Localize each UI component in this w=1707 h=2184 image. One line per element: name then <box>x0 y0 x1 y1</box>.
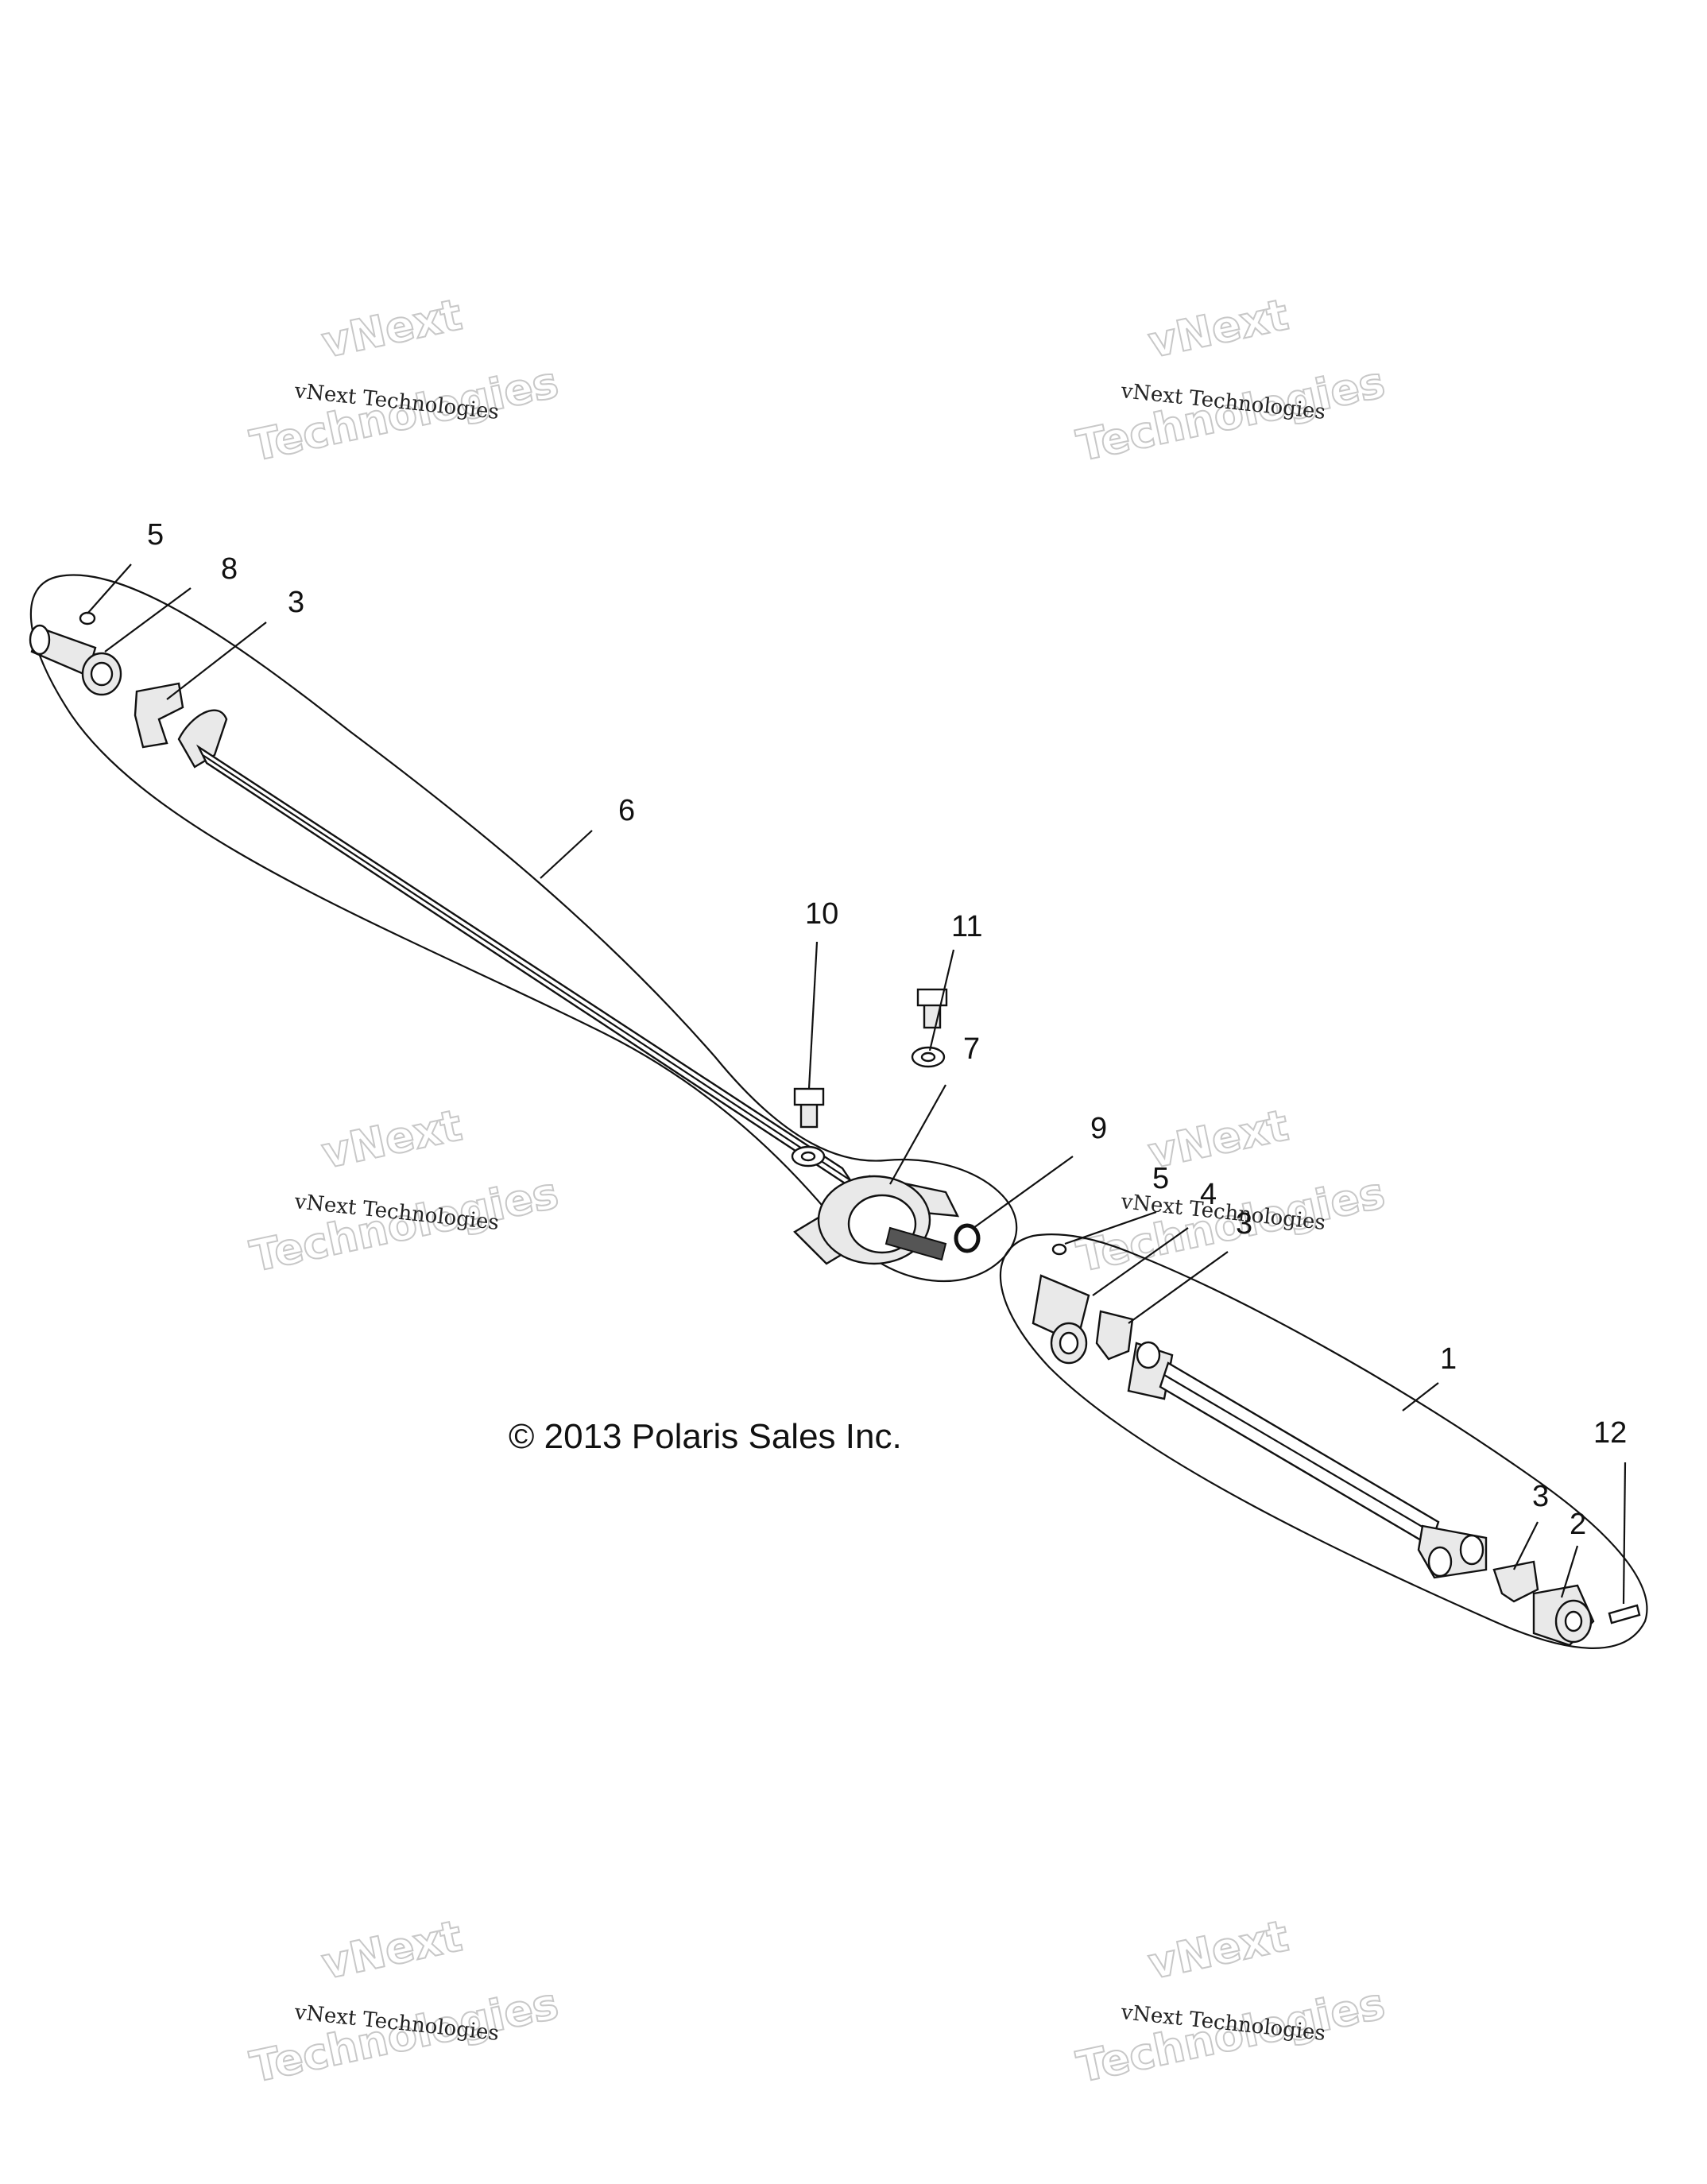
watermark-big-top: vNext <box>1144 1911 1293 1989</box>
leader-lines <box>87 563 1627 1605</box>
callout-1: 1 <box>1440 1342 1457 1376</box>
rear-yoke <box>177 709 228 769</box>
front-shaft-tube <box>1159 1361 1440 1547</box>
front-end-yoke <box>1417 1524 1488 1579</box>
bolt-10 <box>793 1087 825 1129</box>
callout-12: 12 <box>1593 1416 1627 1450</box>
front-shaft-group-outline <box>999 1233 1648 1649</box>
callout-5-rear: 5 <box>147 518 164 552</box>
callout-6: 6 <box>618 794 635 827</box>
watermark-big-top: vNext <box>318 289 466 368</box>
snap-ring-9 <box>954 1223 981 1253</box>
watermark-big-top: vNext <box>318 1911 466 1989</box>
callout-7: 7 <box>963 1032 980 1066</box>
watermark-big-top: vNext <box>1144 289 1293 368</box>
copyright-notice: © 2013 Polaris Sales Inc. <box>509 1417 902 1456</box>
output-yoke <box>1532 1584 1595 1647</box>
front-grease-fitting <box>1051 1243 1067 1256</box>
front-u-joint-cross-2 <box>1492 1560 1539 1603</box>
callout-11: 11 <box>951 910 982 943</box>
callout-5-front: 5 <box>1152 1162 1169 1195</box>
washer-11 <box>911 1046 946 1068</box>
callout-9: 9 <box>1090 1112 1107 1145</box>
rear-shaft-tube <box>195 744 859 1194</box>
front-u-joint-cross <box>1095 1310 1134 1361</box>
watermark-top-right: vNext Technologies vNext Technologies <box>1072 288 1390 472</box>
callout-3-front: 3 <box>1236 1207 1252 1241</box>
watermark-middle-left: vNext Technologies vNext Technologies <box>246 1099 563 1283</box>
callout-2: 2 <box>1570 1508 1586 1541</box>
rear-u-joint-cross <box>134 682 184 749</box>
watermark-bottom-right: vNext Technologies vNext Technologies <box>1072 1910 1390 2093</box>
callout-8: 8 <box>221 552 238 586</box>
watermark-middle-right: vNext Technologies vNext Technologies <box>1072 1099 1390 1283</box>
watermark-big-top: vNext <box>318 1100 466 1179</box>
rear-slip-yoke <box>29 624 122 696</box>
roll-pin-12 <box>1608 1604 1641 1624</box>
callout-3-rear: 3 <box>288 586 304 619</box>
center-bearing <box>793 1175 960 1265</box>
watermark-bottom-left: vNext Technologies vNext Technologies <box>246 1910 563 2093</box>
callout-10: 10 <box>805 897 838 931</box>
front-slip-yoke <box>1032 1274 1090 1365</box>
rear-grease-fitting <box>79 611 96 625</box>
callout-3-end: 3 <box>1532 1480 1549 1513</box>
callout-4: 4 <box>1200 1178 1217 1211</box>
watermark-top-left: vNext Technologies vNext Technologies <box>246 288 563 472</box>
washer-10 <box>791 1145 826 1168</box>
